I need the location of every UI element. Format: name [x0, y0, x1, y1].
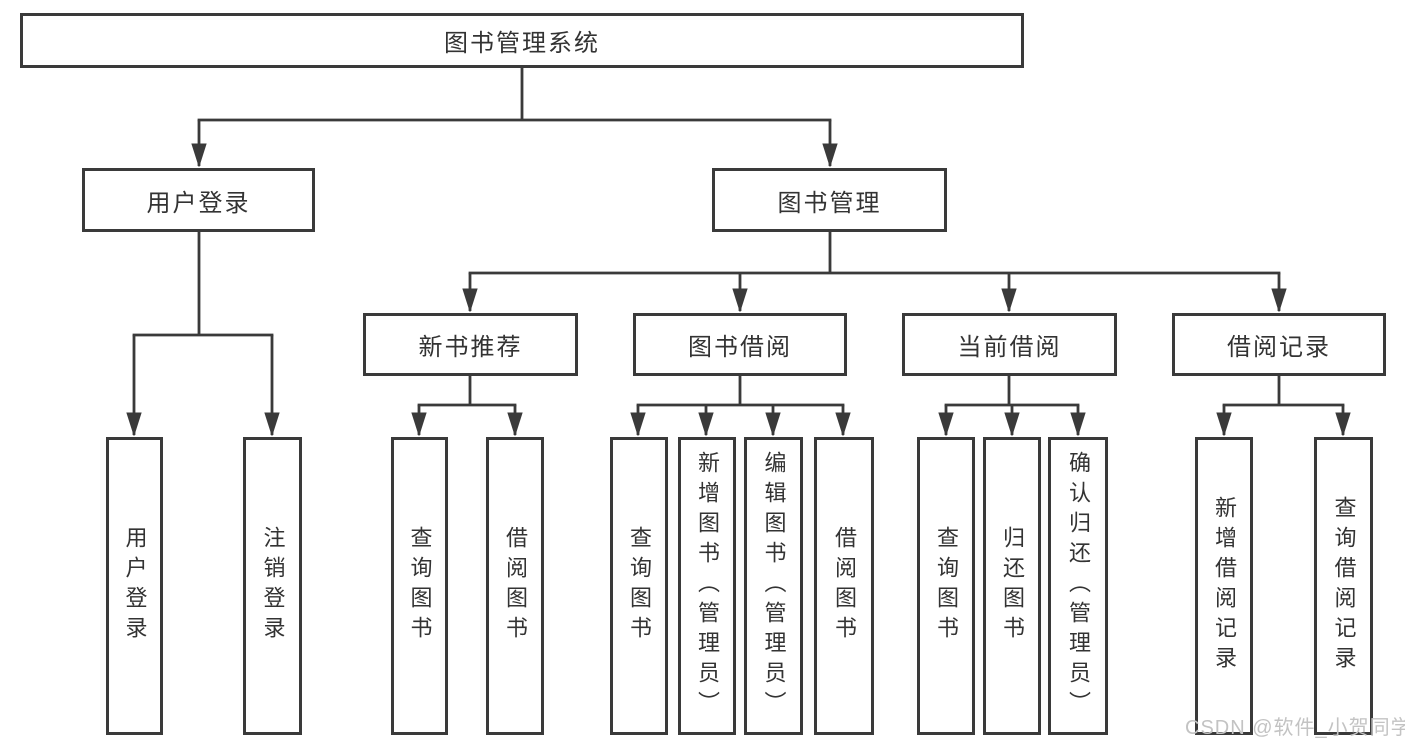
node-label: 新书推荐 [418, 334, 523, 361]
node-label: 查询图书 [407, 526, 433, 646]
node-book-borrowing: 图书借阅 [633, 313, 847, 376]
leaf-query-books-recommend: 查询图书 [391, 437, 448, 735]
node-label: 当前借阅 [957, 334, 1062, 361]
node-label: 查询图书 [627, 526, 652, 646]
node-user-login: 用户登录 [82, 168, 315, 232]
leaf-confirm-return-admin: 确认归还（管理员） [1048, 437, 1108, 735]
leaf-query-books-borrowing: 查询图书 [610, 437, 668, 735]
node-label: 归还图书 [1000, 526, 1025, 646]
node-label: 用户登录 [122, 526, 148, 646]
node-current-borrowing: 当前借阅 [902, 313, 1117, 376]
node-label: 查询借阅记录 [1331, 496, 1357, 676]
leaf-borrow-books-borrowing: 借阅图书 [814, 437, 874, 735]
leaf-add-books-admin: 新增图书（管理员） [678, 437, 736, 735]
leaf-edit-books-admin: 编辑图书（管理员） [744, 437, 803, 735]
node-label: 注销登录 [260, 526, 286, 646]
leaf-logout: 注销登录 [243, 437, 302, 735]
node-book-management: 图书管理 [712, 168, 947, 232]
leaf-user-login: 用户登录 [106, 437, 163, 735]
node-label: 借阅图书 [832, 526, 857, 646]
csdn-watermark: CSDN @软件_小贺同学 [1185, 717, 1405, 739]
node-label: 图书管理系统 [444, 30, 600, 57]
leaf-borrow-books-recommend: 借阅图书 [486, 437, 544, 735]
node-label: 新增借阅记录 [1212, 496, 1237, 676]
node-new-book-recommend: 新书推荐 [363, 313, 578, 376]
node-label: 用户登录 [146, 189, 251, 217]
node-label: 借阅图书 [503, 526, 528, 646]
leaf-return-books: 归还图书 [983, 437, 1041, 735]
node-label: 借阅记录 [1227, 334, 1331, 361]
node-label: 编辑图书（管理员） [761, 451, 787, 721]
node-library-system: 图书管理系统 [20, 13, 1024, 68]
node-label: 新增图书（管理员） [695, 451, 720, 721]
node-borrowing-records: 借阅记录 [1172, 313, 1386, 376]
leaf-add-borrow-record: 新增借阅记录 [1195, 437, 1253, 735]
node-label: 图书管理 [777, 189, 882, 217]
leaf-query-borrow-record: 查询借阅记录 [1314, 437, 1373, 735]
node-label: 确认归还（管理员） [1066, 451, 1091, 721]
leaf-query-books-current: 查询图书 [917, 437, 975, 735]
node-label: 图书借阅 [688, 334, 792, 361]
connector-skeleton [132, 68, 1345, 407]
node-label: 查询图书 [934, 526, 959, 646]
